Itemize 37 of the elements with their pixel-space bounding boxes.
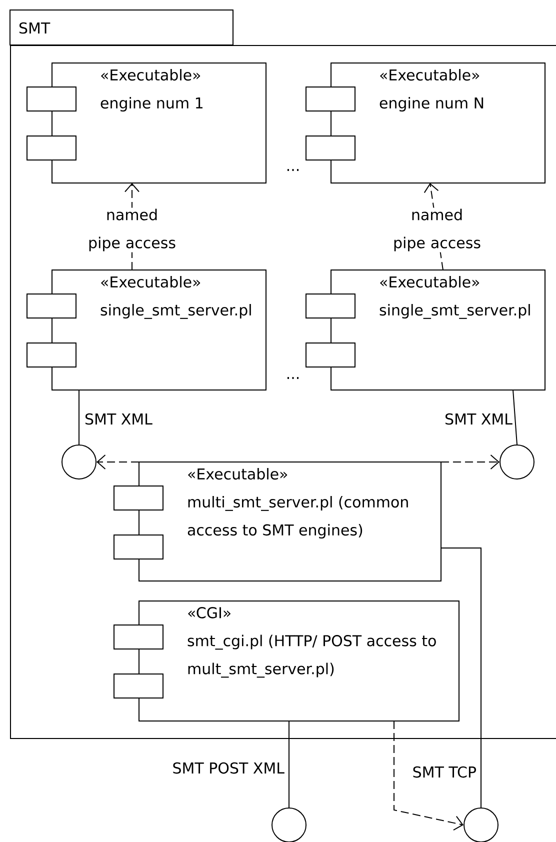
connector xyxy=(394,720,464,830)
interface-label: SMT XML xyxy=(86,413,152,425)
component-box xyxy=(114,600,460,722)
ellipsis: ... xyxy=(287,377,299,379)
interface-circle xyxy=(500,444,534,480)
stereotype-label: «Executable» xyxy=(101,69,200,81)
package-name: SMT xyxy=(20,22,50,34)
interface-label: SMT XML xyxy=(446,413,512,425)
component-name: multi_smt_server.pl (common access to SMT engines) xyxy=(188,496,408,539)
component-name: single_smt_server.pl xyxy=(380,304,530,319)
edge-label: named pipe access xyxy=(390,208,484,252)
component-name: single_smt_server.pl xyxy=(100,304,251,319)
edge-label: named pipe access xyxy=(85,208,179,252)
component-name: engine num 1 xyxy=(100,97,202,112)
connector xyxy=(440,548,482,808)
component-box xyxy=(26,270,266,390)
connector xyxy=(288,720,290,808)
stereotype-label: «Executable» xyxy=(380,276,480,288)
stereotype-label: «Executable» xyxy=(101,276,200,288)
connector xyxy=(440,454,500,470)
stereotype-label: «CGI» xyxy=(188,607,230,618)
component-name: smt_cgi.pl (HTTP/ POST access to mult_smt_server.pl) xyxy=(188,634,436,678)
component-box xyxy=(114,462,442,582)
connector xyxy=(78,390,80,445)
component-box xyxy=(306,62,546,184)
stereotype-label: «Executable» xyxy=(380,69,480,81)
interface-label: SMT POST XML xyxy=(173,762,284,774)
component-box xyxy=(26,62,266,184)
connector xyxy=(512,390,518,445)
stereotype-label: «Executable» xyxy=(188,468,288,480)
component-name: engine num N xyxy=(380,97,484,112)
component-box xyxy=(306,270,546,390)
interface-circle xyxy=(62,444,96,480)
package-frame xyxy=(10,10,556,739)
interface-label: SMT TCP xyxy=(413,766,476,778)
ellipsis: ... xyxy=(287,169,299,171)
connector xyxy=(96,454,140,470)
